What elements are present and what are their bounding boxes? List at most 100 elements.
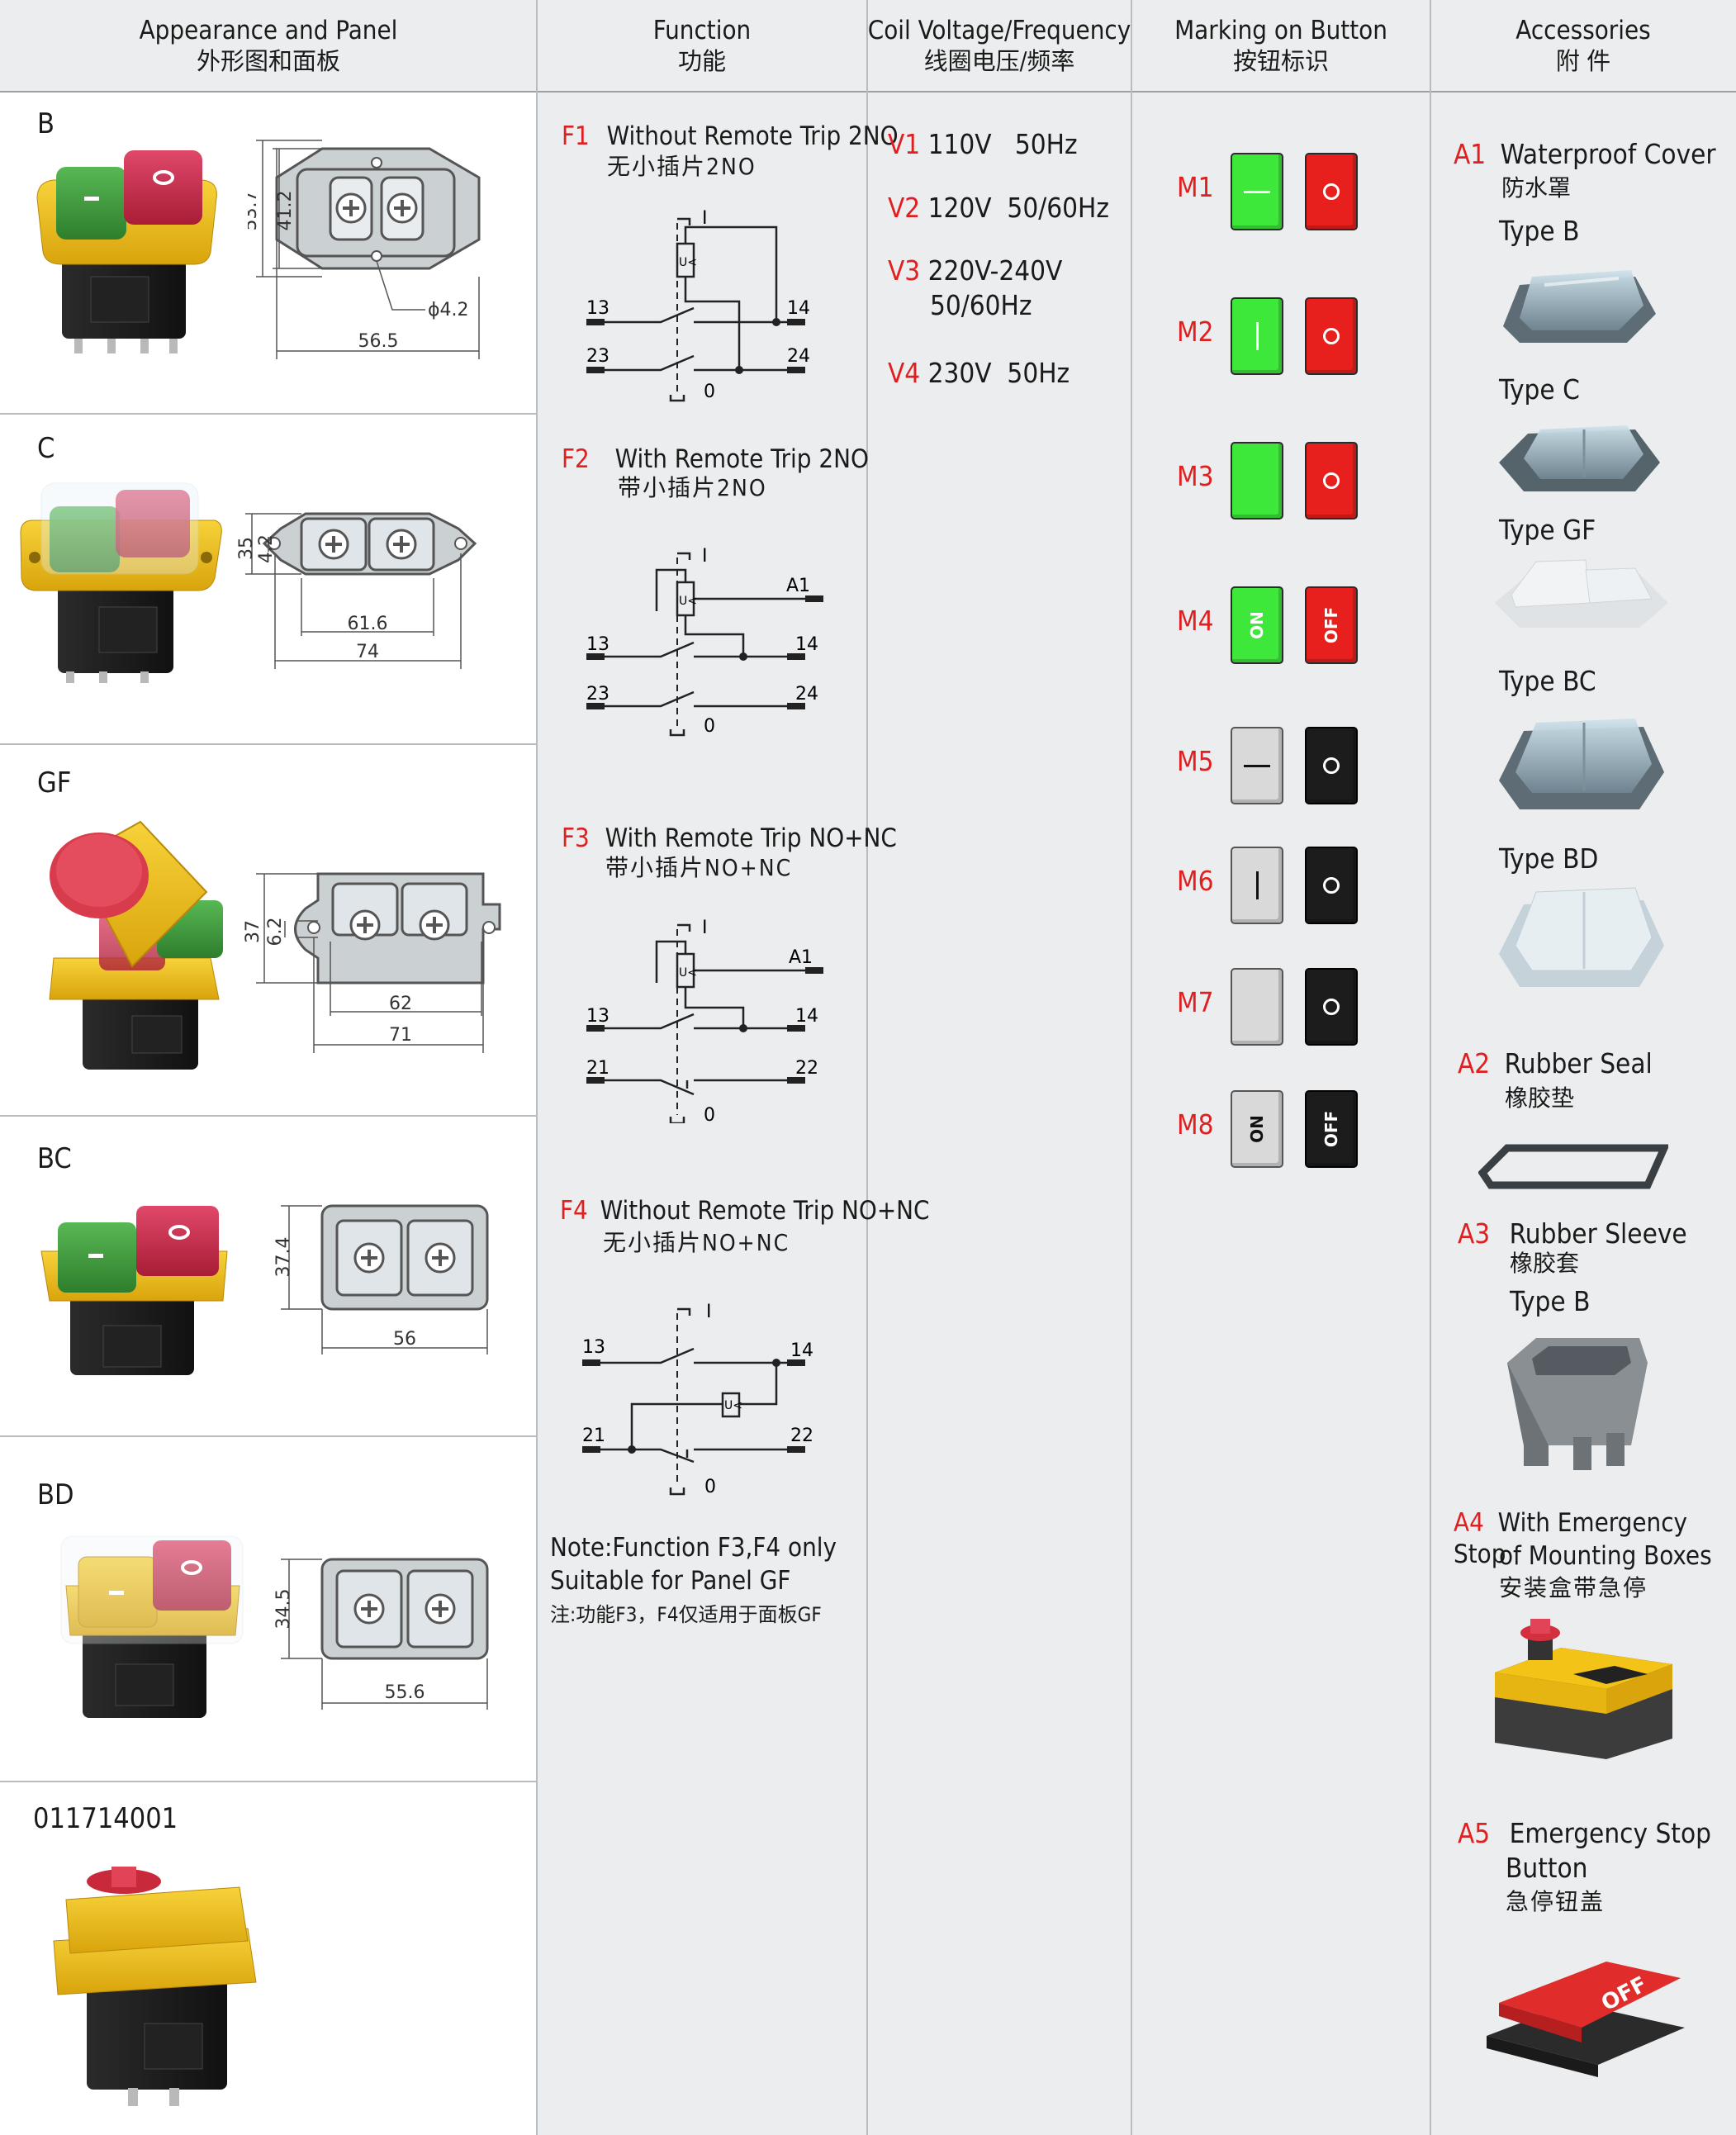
header-appearance: Appearance and Panel 外形图和面板	[0, 0, 537, 93]
marking-on-button: ON	[1231, 1090, 1283, 1168]
diagram-label: U<	[679, 966, 697, 980]
function-f3-code: F3	[562, 823, 590, 853]
header-marking-cn: 按钮标识	[1232, 47, 1329, 75]
panel-c-drawing: 35 4.2 61.6 74	[236, 512, 477, 669]
switch-gf-photo	[49, 820, 223, 1070]
panel-bd-drawing: 34.5 55.6	[273, 1558, 489, 1710]
marking-on-button: ON	[1231, 586, 1283, 664]
diagram-label: 13	[586, 1006, 609, 1027]
diagram-label: U<	[679, 595, 697, 608]
function-f4-cn: 无小插片NO+NC	[603, 1229, 790, 1256]
diagram-label: 24	[795, 684, 818, 705]
dim-bd-w1: 55.6	[385, 1682, 425, 1703]
accessory-a1-type-b: Type B	[1499, 215, 1580, 247]
marking-m2: M2	[1140, 297, 1421, 376]
panel-label-bc: BC	[37, 1142, 72, 1175]
accessory-a1-code: A1	[1454, 138, 1487, 170]
accessory-a4-code: A4	[1454, 1508, 1484, 1538]
accessory-a3-cn: 橡胶套	[1510, 1250, 1580, 1277]
function-f2-en: With Remote Trip 2NO	[614, 444, 869, 474]
switch-011714001-photo	[53, 1867, 257, 2106]
diagram-label: I	[702, 918, 708, 938]
dim-b-w1: 56.5	[358, 331, 399, 352]
dim-c-h1: 35	[236, 537, 257, 560]
marking-off-button	[1305, 297, 1358, 375]
diagram-f1: I U< 13 14 23 24 0	[586, 208, 810, 402]
accessory-a5-en: Emergency Stop	[1509, 1817, 1711, 1849]
diagram-label: 23	[586, 346, 609, 367]
voltage-v2-code: V2	[888, 192, 921, 224]
bar-icon	[1255, 871, 1259, 899]
header-marking: Marking on Button 按钮标识	[1131, 0, 1430, 93]
marking-off-button: OFF	[1305, 1090, 1358, 1168]
voltage-v2: V2 120V 50/60Hz	[888, 192, 1109, 225]
function-f3-en: With Remote Trip NO+NC	[605, 823, 897, 853]
diagram-label: 22	[790, 1426, 813, 1446]
waterproof-cover-b-image	[1503, 270, 1656, 343]
accessory-a4-en: With Emergency Stop	[1454, 1508, 1688, 1569]
function-f4-title: F4 Without Remote Trip NO+NC	[560, 1195, 930, 1226]
panel-label-b: B	[37, 107, 55, 140]
accessory-a1-cn: 防水罩	[1501, 174, 1572, 202]
marking-on-button	[1231, 297, 1283, 375]
accessory-a5-code: A5	[1458, 1817, 1491, 1849]
diagram-label: 13	[586, 298, 609, 319]
waterproof-cover-gf-image	[1495, 559, 1668, 628]
dim-gf-w1: 62	[389, 994, 412, 1014]
panel-gf-drawing: 37 6.2 62 71	[244, 872, 501, 1053]
diagram-label: U<	[724, 1399, 742, 1412]
circle-icon	[1323, 183, 1340, 200]
diagram-label: 23	[586, 684, 609, 705]
divider	[0, 1435, 537, 1437]
diagram-label: 14	[795, 1006, 818, 1027]
divider	[0, 1781, 537, 1782]
diagram-label: 0	[704, 1105, 715, 1123]
dim-c-w2: 74	[356, 642, 379, 662]
switch-bc-photo	[40, 1206, 228, 1375]
dash-icon	[1244, 190, 1270, 193]
diagram-label: 22	[795, 1058, 818, 1079]
header-appearance-en: Appearance and Panel	[139, 16, 398, 45]
dim-gf-h1: 37	[244, 920, 263, 943]
switch-b-photo	[36, 150, 217, 353]
marking-on-button	[1231, 847, 1283, 924]
marking-text: OFF	[1321, 606, 1341, 644]
voltage-v3-code: V3	[888, 254, 921, 287]
waterproof-cover-bc-image	[1499, 719, 1664, 809]
accessory-a5-cn: 急停钮盖	[1506, 1888, 1606, 1915]
marking-on-button	[1231, 153, 1283, 230]
accessory-a2-title: A2 Rubber Seal	[1458, 1047, 1653, 1080]
function-f1-code: F1	[562, 121, 590, 151]
header-accessories-cn: 附 件	[1555, 47, 1611, 75]
function-f2-code: F2	[562, 444, 590, 474]
header-appearance-cn: 外形图和面板	[196, 47, 340, 75]
function-f2-cn: 带小插片2NO	[618, 474, 767, 501]
circle-icon	[1323, 877, 1340, 894]
diagram-label: U<	[679, 256, 697, 269]
accessory-a1-type-c: Type C	[1499, 373, 1580, 406]
marking-code: M1	[1177, 171, 1214, 203]
accessory-a2-cn: 橡胶垫	[1505, 1084, 1575, 1112]
dim-gf-w2: 71	[389, 1025, 412, 1046]
diagram-f2: I U< A1 13 14 23 24 0	[586, 546, 823, 737]
diagram-label: 14	[790, 1340, 813, 1361]
diagram-label: 21	[586, 1058, 609, 1079]
diagram-label: 21	[582, 1426, 605, 1446]
dim-b-h1: 53.7	[248, 191, 261, 231]
header-function-en: Function	[652, 16, 752, 45]
marking-m5: M5	[1140, 727, 1421, 805]
bar-icon	[1255, 322, 1259, 350]
diagram-label: 0	[704, 382, 715, 402]
accessory-a3-code: A3	[1458, 1217, 1491, 1250]
diagram-label: I	[706, 1302, 712, 1322]
diagram-label: I	[702, 208, 708, 229]
marking-on-button	[1231, 968, 1283, 1046]
divider	[0, 1115, 537, 1117]
divider	[0, 743, 537, 745]
marking-code: M2	[1177, 316, 1214, 348]
dim-bc-w1: 56	[393, 1329, 416, 1350]
marking-text: ON	[1247, 611, 1267, 639]
function-f4-code: F4	[560, 1196, 588, 1226]
